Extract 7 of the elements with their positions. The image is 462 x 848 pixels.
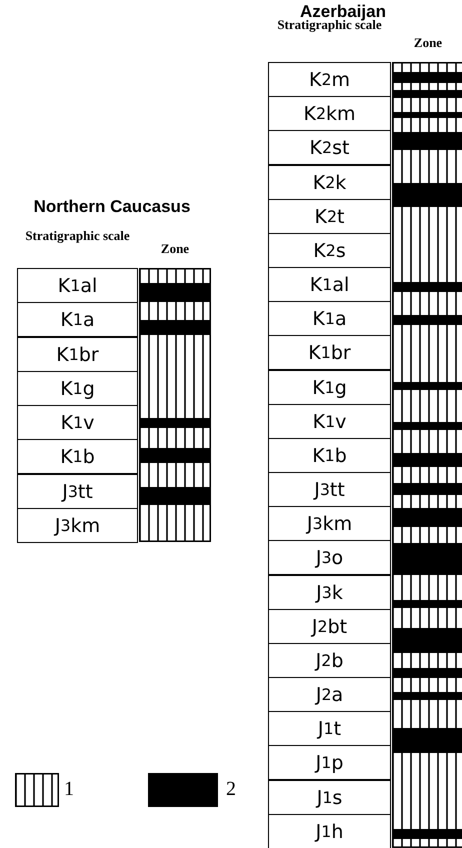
- column-heading: Stratigraphic scale: [24, 229, 131, 245]
- region-heading: Azerbaijan: [300, 2, 387, 21]
- legend-label: 1: [64, 778, 74, 801]
- region-heading: Northern Caucasus: [32, 197, 192, 217]
- column-heading: Zone: [160, 242, 190, 256]
- legend-label: 2: [226, 778, 236, 801]
- column-heading: Zone: [412, 36, 444, 50]
